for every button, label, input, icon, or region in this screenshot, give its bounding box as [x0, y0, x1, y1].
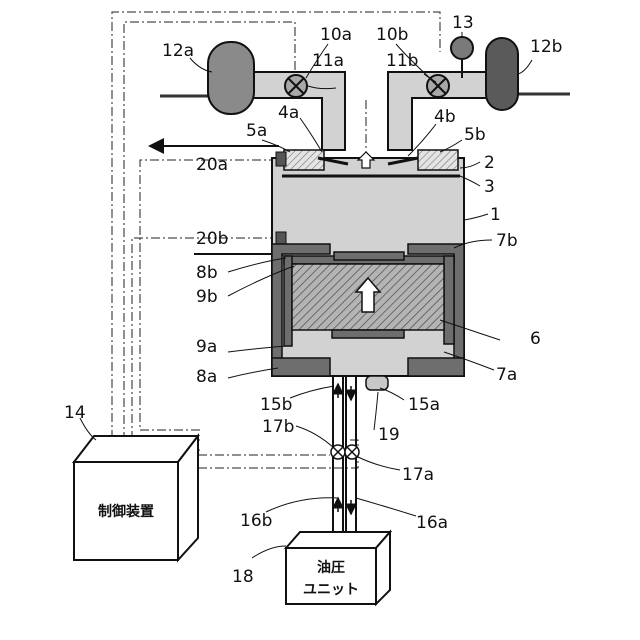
label-10a: 10a	[320, 25, 352, 45]
label-7a: 7a	[496, 365, 517, 385]
label-11b: 11b	[386, 51, 418, 71]
label-4b: 4b	[434, 107, 456, 127]
label-9b: 9b	[196, 287, 218, 307]
hydraulic-unit-label-1: 油圧	[317, 559, 345, 576]
hydraulic-unit-18: 油圧 ユニット	[286, 532, 390, 604]
bottom-left-8a	[272, 358, 330, 376]
fitting-19	[366, 376, 388, 390]
bottom-right	[408, 358, 464, 376]
label-18: 18	[232, 567, 254, 587]
label-7b: 7b	[496, 231, 518, 251]
label-20a: 20a	[196, 155, 228, 175]
control-device-label: 制御装置	[98, 503, 154, 520]
label-20b: 20b	[196, 229, 228, 249]
label-12b: 12b	[530, 37, 562, 57]
tank-12a	[208, 42, 254, 114]
label-5a: 5a	[246, 121, 267, 141]
label-16a: 16a	[416, 513, 448, 533]
label-8b: 8b	[196, 263, 218, 283]
label-10b: 10b	[376, 25, 408, 45]
piston-bottom-plate	[332, 330, 404, 338]
piston-top-plate	[334, 252, 404, 260]
valve-11a	[285, 75, 307, 97]
label-15b: 15b	[260, 395, 292, 415]
label-12a: 12a	[162, 41, 194, 61]
label-3: 3	[484, 177, 495, 197]
sensor-20a	[276, 152, 286, 166]
label-2: 2	[484, 153, 495, 173]
label-11a: 11a	[312, 51, 344, 71]
block-5b	[418, 150, 458, 170]
label-15a: 15a	[408, 395, 440, 415]
label-9a: 9a	[196, 337, 217, 357]
hydraulic-unit-label-2: ユニット	[303, 582, 359, 598]
label-4a: 4a	[278, 103, 299, 123]
block-5a	[284, 150, 324, 170]
piston-right-wall	[444, 256, 454, 344]
label-14: 14	[64, 403, 86, 423]
label-17b: 17b	[262, 417, 294, 437]
label-6: 6	[530, 329, 541, 349]
control-device-14: 制御装置	[74, 436, 198, 560]
label-19: 19	[378, 425, 400, 445]
label-1: 1	[490, 205, 501, 225]
label-16b: 16b	[240, 511, 272, 531]
label-17a: 17a	[402, 465, 434, 485]
label-13: 13	[452, 13, 474, 33]
tank-12b	[486, 38, 518, 110]
label-5b: 5b	[464, 125, 486, 145]
label-8a: 8a	[196, 367, 217, 387]
